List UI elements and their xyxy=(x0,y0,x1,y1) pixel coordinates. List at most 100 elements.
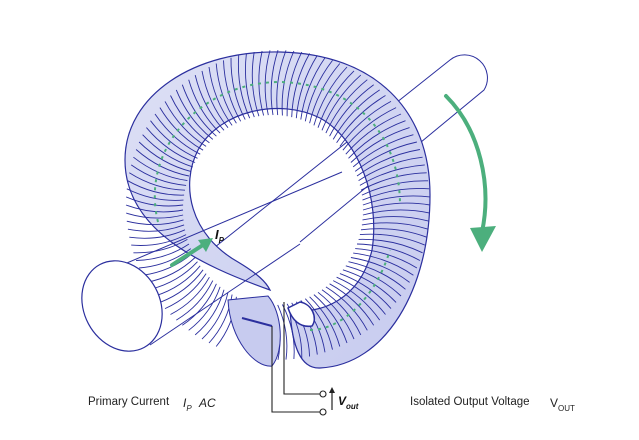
coil-winding xyxy=(126,188,184,201)
coil-winding xyxy=(355,248,418,269)
coil-winding xyxy=(356,243,421,261)
coil-winding xyxy=(170,276,210,315)
coil-winding xyxy=(295,55,318,119)
coil-winding xyxy=(146,127,196,163)
coil-winding xyxy=(362,195,430,206)
coil-winding xyxy=(176,280,214,321)
coil-winding xyxy=(182,283,217,326)
coil-winding xyxy=(321,289,362,336)
coil-winding xyxy=(164,273,207,310)
coil-winding xyxy=(201,292,229,340)
coil-winding xyxy=(291,53,310,118)
coil-winding xyxy=(264,50,271,116)
coil-winding xyxy=(194,74,225,131)
coil-winding xyxy=(237,55,251,119)
coil-winding xyxy=(201,70,229,128)
coil-winding xyxy=(170,95,210,144)
coil-winding xyxy=(336,95,386,144)
coil-winding xyxy=(129,172,186,191)
output-leads xyxy=(271,302,327,416)
coil-winding xyxy=(154,265,201,297)
coil-winding xyxy=(348,120,406,159)
coil-winding xyxy=(126,212,184,219)
coil-winding xyxy=(362,216,430,222)
coil-winding xyxy=(362,209,430,216)
coil-winding xyxy=(329,283,375,326)
primary-current-caption: Primary Current xyxy=(88,396,170,408)
coil-winding xyxy=(142,134,193,168)
coil-winding xyxy=(352,134,414,168)
coil-winding xyxy=(188,286,221,331)
coil-winding xyxy=(325,286,368,331)
vout-symbol: VOUT xyxy=(550,396,575,413)
coil-winding xyxy=(345,113,402,155)
coil-winding xyxy=(313,66,348,126)
coil-winding xyxy=(329,84,374,137)
coil-winding xyxy=(244,53,255,118)
isolated-output-caption: Isolated Output Voltage xyxy=(410,396,530,408)
coil-winding xyxy=(360,172,427,191)
coil-winding xyxy=(358,156,423,181)
coil-winding xyxy=(309,63,341,124)
coil-winding xyxy=(361,222,429,230)
conductor-front xyxy=(81,171,343,352)
coil-winding xyxy=(127,224,185,232)
coil-winding xyxy=(304,298,333,350)
coil-winding xyxy=(129,229,186,239)
current-arrow-icon xyxy=(170,238,213,267)
coil-winding xyxy=(309,296,341,347)
coil-winding xyxy=(342,269,397,303)
coil-winding xyxy=(339,101,392,147)
coil-winding xyxy=(339,273,392,309)
coil-winding xyxy=(230,57,246,120)
coil-winding xyxy=(321,74,362,131)
coil-winding xyxy=(317,70,355,128)
toroid-coil xyxy=(124,50,431,369)
coil-winding xyxy=(361,180,429,196)
rotation-arrow-icon xyxy=(444,94,496,252)
coil-winding xyxy=(175,89,214,140)
coil-winding xyxy=(133,156,188,182)
winding-dashes xyxy=(153,80,401,331)
coil-winding xyxy=(304,60,333,122)
coil-winding xyxy=(362,202,431,211)
toroid-gap xyxy=(227,295,316,367)
coil-winding xyxy=(138,141,191,172)
coil-winding xyxy=(135,149,190,177)
vout-arrow xyxy=(329,387,335,410)
coil-winding xyxy=(350,127,410,163)
coil-winding xyxy=(354,141,417,172)
coil-winding xyxy=(181,84,217,137)
coil-winding xyxy=(126,219,184,225)
coil-winding xyxy=(332,89,380,140)
coil-winding xyxy=(358,238,423,254)
coil-winding xyxy=(125,204,184,213)
coil-winding xyxy=(277,304,288,360)
primary-current-symbol: IP AC xyxy=(183,396,216,413)
coil-winding xyxy=(353,252,414,276)
ip-arrow-label: IP xyxy=(215,227,224,245)
coil-winding xyxy=(350,257,410,283)
coil-winding xyxy=(348,261,406,290)
coil-winding xyxy=(133,239,188,254)
coil-winding xyxy=(127,180,185,196)
coil-winding xyxy=(208,66,233,126)
coil-winding xyxy=(154,113,201,155)
coil-winding xyxy=(300,57,326,120)
coil-winding xyxy=(136,243,190,261)
coil-winding xyxy=(131,234,187,246)
coil-winding xyxy=(317,291,355,340)
vout-label: Vout xyxy=(338,394,359,411)
coil-winding xyxy=(194,289,225,336)
coil-winding xyxy=(360,228,427,238)
coil-winding xyxy=(313,294,348,344)
coil-winding xyxy=(362,188,430,201)
coil-winding xyxy=(150,120,198,159)
coil-winding xyxy=(336,276,386,315)
coil-winding xyxy=(270,50,279,116)
coil-winding xyxy=(139,248,192,269)
coil-winding xyxy=(356,149,420,177)
coil-winding xyxy=(130,164,187,186)
coil-winding xyxy=(159,107,204,151)
